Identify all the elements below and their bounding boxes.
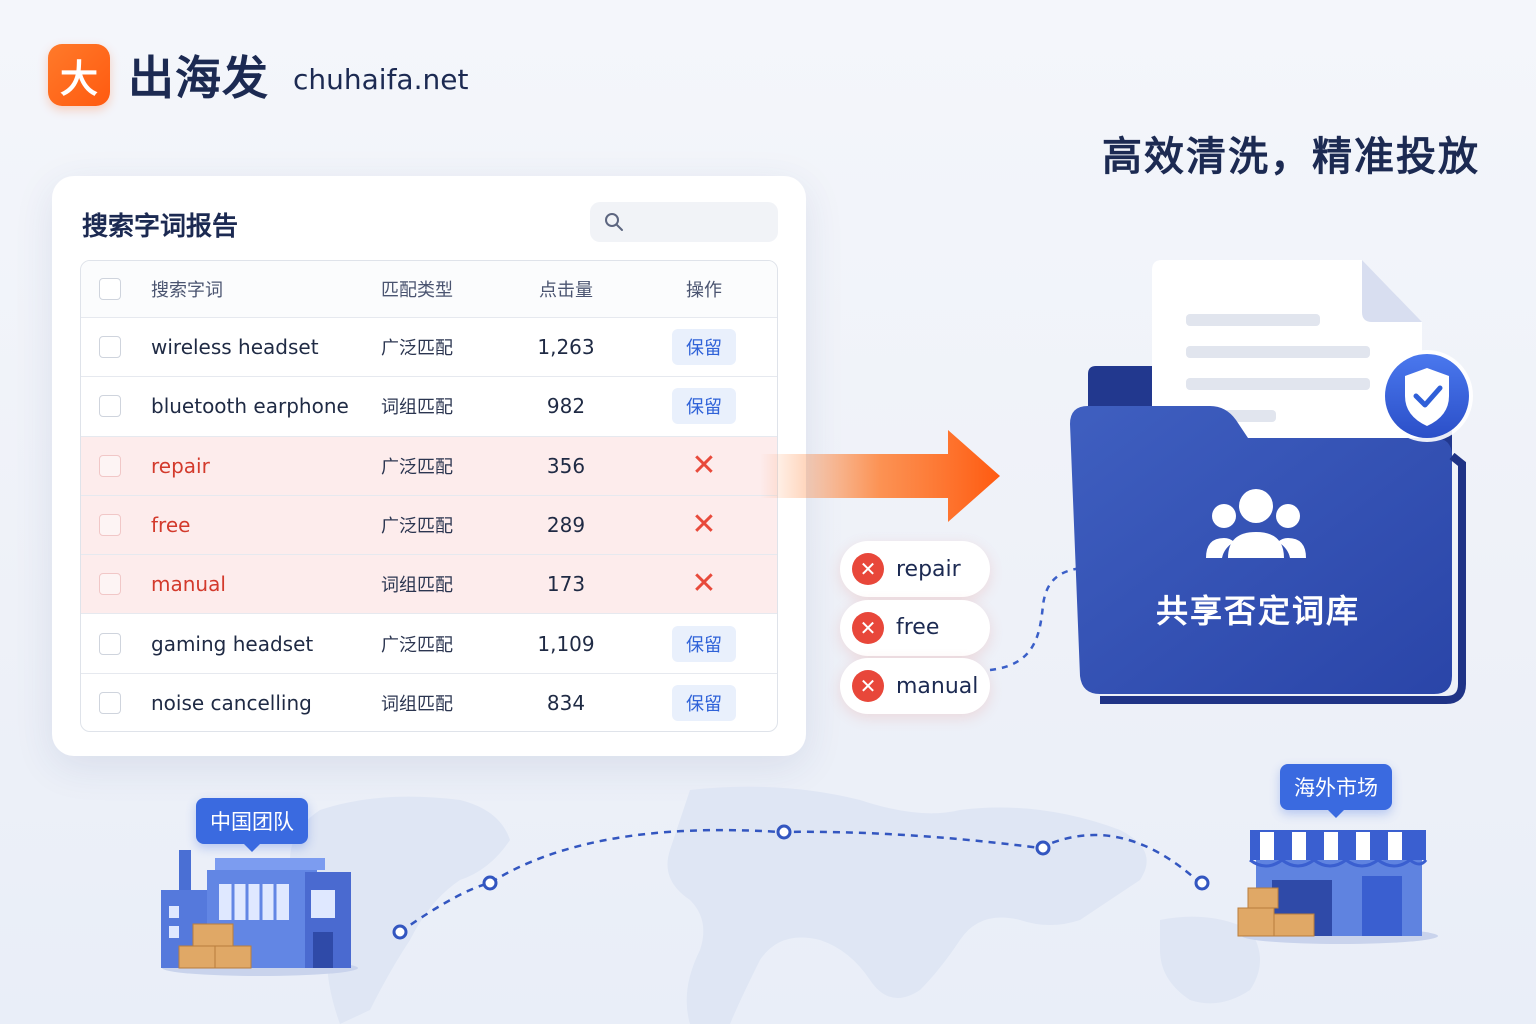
table-row: bluetooth earphone 词组匹配 982 保留 <box>81 377 777 437</box>
search-term-cell: noise cancelling <box>151 691 312 716</box>
clicks-cell: 1,109 <box>537 631 595 656</box>
table-row: gaming headset 广泛匹配 1,109 保留 <box>81 614 777 674</box>
world-map-icon <box>290 786 1260 1024</box>
brand-domain: chuhaifa.net <box>293 62 469 96</box>
clicks-cell: 173 <box>546 572 586 597</box>
action-cell: 保留 <box>671 388 737 425</box>
keep-button[interactable]: 保留 <box>672 329 736 366</box>
brand-mark-icon: 大 <box>48 44 110 106</box>
select-all-checkbox[interactable] <box>99 278 121 300</box>
column-term: 搜索字词 <box>151 280 223 301</box>
action-cell: 保留 <box>671 625 737 662</box>
search-term-cell: wireless headset <box>151 335 319 360</box>
remove-icon[interactable]: ✕ <box>691 566 717 602</box>
negative-keyword-chip: ✕ manual <box>840 658 990 714</box>
brand-logo: 大 出海发 chuhaifa.net <box>48 42 468 108</box>
close-icon: ✕ <box>852 611 884 644</box>
clicks-cell: 834 <box>546 691 586 716</box>
arrow-icon <box>760 430 1000 522</box>
search-term-cell: repair <box>151 453 210 478</box>
action-cell: 保留 <box>671 685 737 722</box>
row-checkbox[interactable] <box>99 336 121 359</box>
table-row: noise cancelling 词组匹配 834 保留 <box>81 674 777 731</box>
row-checkbox[interactable] <box>99 692 121 715</box>
table-row: free 广泛匹配 289 ✕ <box>81 495 777 556</box>
tagline: 高效清洗，精准投放 <box>1102 134 1480 180</box>
row-checkbox[interactable] <box>99 573 121 596</box>
column-action: 操作 <box>686 280 722 301</box>
action-cell: ✕ <box>671 510 737 540</box>
chip-label: free <box>896 615 940 640</box>
clicks-cell: 289 <box>546 513 586 538</box>
keep-button[interactable]: 保留 <box>672 388 736 425</box>
table-row: wireless headset 广泛匹配 1,263 保留 <box>81 318 777 378</box>
table-header: 搜索字词 匹配类型 点击量 操作 <box>81 261 777 318</box>
match-type-cell: 词组匹配 <box>381 694 453 716</box>
table-row: manual 词组匹配 173 ✕ <box>81 555 777 615</box>
folder-icon <box>1070 260 1473 704</box>
column-match-type: 匹配类型 <box>381 280 453 301</box>
action-cell: 保留 <box>671 329 737 366</box>
search-icon <box>605 213 623 231</box>
store-icon <box>1237 830 1438 944</box>
clicks-cell: 356 <box>546 453 586 478</box>
factory-icon <box>161 850 358 976</box>
team-icon <box>1206 489 1306 558</box>
match-type-cell: 广泛匹配 <box>381 456 453 478</box>
search-term-cell: bluetooth earphone <box>151 394 349 419</box>
search-term-cell: free <box>151 513 191 538</box>
match-type-cell: 广泛匹配 <box>381 516 453 538</box>
search-term-report-card: 搜索字词报告 搜索字词 匹配类型 点击量 操作 wireless headset… <box>52 176 806 756</box>
action-cell: ✕ <box>671 447 737 483</box>
table-row: repair 广泛匹配 356 ✕ <box>81 436 777 496</box>
search-term-cell: gaming headset <box>151 631 314 656</box>
overseas-market-tag: 海外市场 <box>1280 764 1392 818</box>
action-cell: ✕ <box>671 569 737 599</box>
negative-keyword-chip: ✕ repair <box>840 541 990 597</box>
remove-icon[interactable]: ✕ <box>691 447 717 483</box>
row-checkbox[interactable] <box>99 514 121 537</box>
match-type-cell: 广泛匹配 <box>381 338 453 360</box>
match-type-cell: 词组匹配 <box>381 575 453 597</box>
report-table: 搜索字词 匹配类型 点击量 操作 wireless headset 广泛匹配 1… <box>80 260 778 732</box>
chip-label: repair <box>896 556 961 582</box>
close-icon: ✕ <box>852 670 884 702</box>
keep-button[interactable]: 保留 <box>672 625 736 662</box>
clicks-cell: 1,263 <box>537 335 595 360</box>
row-checkbox[interactable] <box>99 395 121 418</box>
row-checkbox[interactable] <box>99 454 121 477</box>
shared-negative-keyword-folder[interactable] <box>1060 256 1480 706</box>
origin-team-tag: 中国团队 <box>196 798 308 852</box>
keep-button[interactable]: 保留 <box>672 685 736 722</box>
report-title: 搜索字词报告 <box>82 212 239 242</box>
brand-name: 出海发 <box>128 51 269 105</box>
row-checkbox[interactable] <box>99 632 121 655</box>
clicks-cell: 982 <box>546 394 586 419</box>
chip-label: manual <box>896 673 979 699</box>
match-type-cell: 广泛匹配 <box>381 634 453 656</box>
folder-label: 共享否定词库 <box>1155 592 1360 630</box>
column-clicks: 点击量 <box>539 280 593 301</box>
search-term-cell: manual <box>151 572 226 597</box>
search-input[interactable] <box>590 202 778 242</box>
remove-icon[interactable]: ✕ <box>691 507 717 543</box>
match-type-cell: 词组匹配 <box>381 397 453 419</box>
negative-keyword-chip: ✕ free <box>840 599 990 656</box>
close-icon: ✕ <box>852 553 884 585</box>
